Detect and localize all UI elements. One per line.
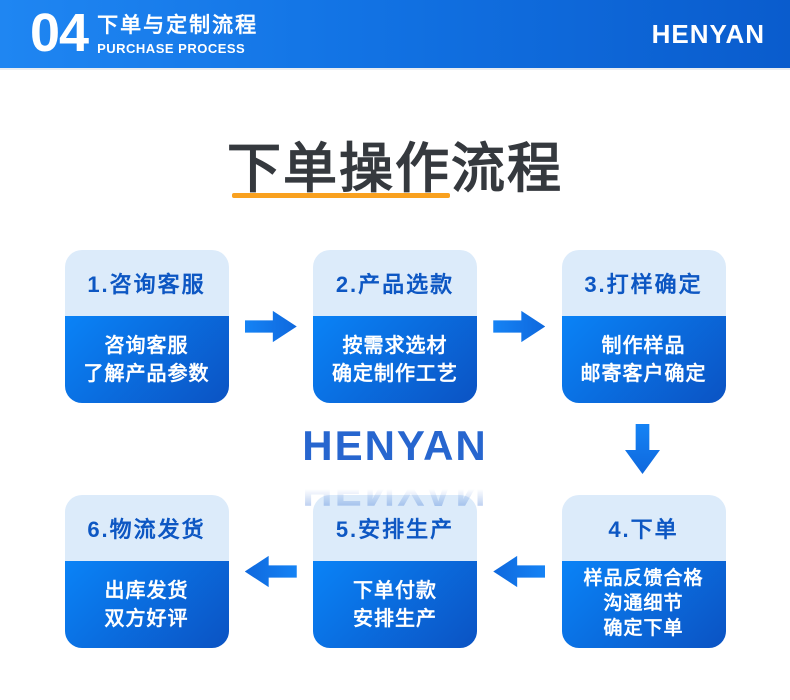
- arrow-left-icon: [493, 555, 546, 588]
- step-box-4: 4.下单 样品反馈合格 沟通细节 确定下单: [561, 495, 726, 648]
- step-box-6: 6.物流发货 出库发货 双方好评: [64, 495, 229, 648]
- arrow-down-icon: [625, 424, 660, 474]
- section-header: 04 下单与定制流程 PURCHASE PROCESS HENYAN: [0, 0, 790, 70]
- section-subtitle: PURCHASE PROCESS: [97, 40, 246, 56]
- title-area: 下单操作流程: [0, 139, 790, 204]
- arrow-right-icon: [244, 310, 297, 343]
- step-6-description: 出库发货 双方好评: [64, 561, 229, 648]
- step-box-5: 5.安排生产 下单付款 安排生产: [313, 495, 477, 648]
- purchase-flow-diagram: 1.咨询客服 咨询客服 了解产品参数 2.产品选款 按需求选材 确定制作工艺 3…: [64, 250, 726, 648]
- step-4-description: 样品反馈合格 沟通细节 确定下单: [561, 561, 726, 648]
- step-3-description: 制作样品 邮寄客户确定: [561, 316, 726, 403]
- step-1-title: 1.咨询客服: [64, 250, 229, 316]
- title-underline: [232, 193, 450, 199]
- step-2-title: 2.产品选款: [313, 250, 477, 316]
- arrow-right-icon: [493, 310, 546, 343]
- flow-row-bottom: 6.物流发货 出库发货 双方好评 5.安排生产 下单付款 安排生产 4.下单 样…: [64, 495, 726, 648]
- flow-middle-band: HENYAN HENYAN: [65, 403, 726, 515]
- section-number: 04: [30, 3, 89, 64]
- brand-logo: HENYAN: [651, 18, 765, 49]
- flow-row-top: 1.咨询客服 咨询客服 了解产品参数 2.产品选款 按需求选材 确定制作工艺 3…: [64, 250, 726, 403]
- arrow-left-icon: [244, 555, 297, 588]
- step-box-2: 2.产品选款 按需求选材 确定制作工艺: [313, 250, 477, 403]
- step-5-description: 下单付款 安排生产: [313, 561, 477, 648]
- step-box-1: 1.咨询客服 咨询客服 了解产品参数: [64, 250, 229, 403]
- step-2-description: 按需求选材 确定制作工艺: [313, 316, 477, 403]
- step-3-title: 3.打样确定: [561, 250, 726, 316]
- step-5-title: 5.安排生产: [313, 495, 477, 561]
- step-1-description: 咨询客服 了解产品参数: [64, 316, 229, 403]
- brand-watermark-reflection: HENYAN: [302, 468, 488, 515]
- page-title: 下单操作流程: [227, 139, 563, 199]
- step-6-title: 6.物流发货: [64, 495, 229, 561]
- step-box-3: 3.打样确定 制作样品 邮寄客户确定: [561, 250, 726, 403]
- step-4-title: 4.下单: [561, 495, 726, 561]
- section-title: 下单与定制流程: [97, 14, 259, 38]
- brand-watermark-text: HENYAN: [302, 422, 488, 469]
- section-title-block: 下单与定制流程 PURCHASE PROCESS: [97, 12, 258, 55]
- brand-watermark: HENYAN HENYAN: [302, 422, 488, 516]
